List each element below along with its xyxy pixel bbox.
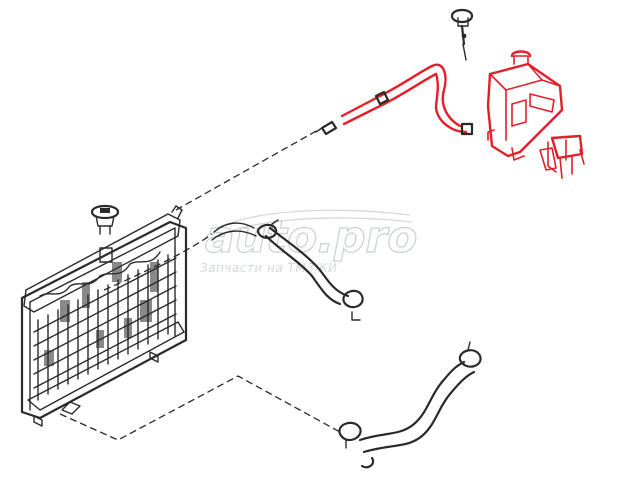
hose-clamp <box>338 421 362 449</box>
radiator <box>20 205 188 427</box>
hose-clamp <box>256 219 279 239</box>
watermark-tagline: Запчасти на ТМЗ/КИ <box>200 261 337 275</box>
upper-radiator-hose <box>211 219 364 321</box>
watermark: auto.pro Запчасти на ТМЗ/КИ <box>200 209 418 275</box>
lower-radiator-hose <box>338 341 482 469</box>
reservoir-hose-clip <box>374 90 474 136</box>
hose-clamp <box>342 289 364 321</box>
leader-lines <box>59 129 341 441</box>
reservoir-cap <box>450 8 474 61</box>
reservoir-mounting-bracket <box>539 134 585 179</box>
watermark-logo: auto.pro <box>204 209 418 264</box>
radiator-cap <box>90 204 120 235</box>
watermark-logo-text: auto.pro <box>205 212 417 263</box>
coolant-reservoir-tank <box>486 50 564 161</box>
hose-clamp <box>458 341 482 368</box>
overflow-hose <box>315 63 474 136</box>
